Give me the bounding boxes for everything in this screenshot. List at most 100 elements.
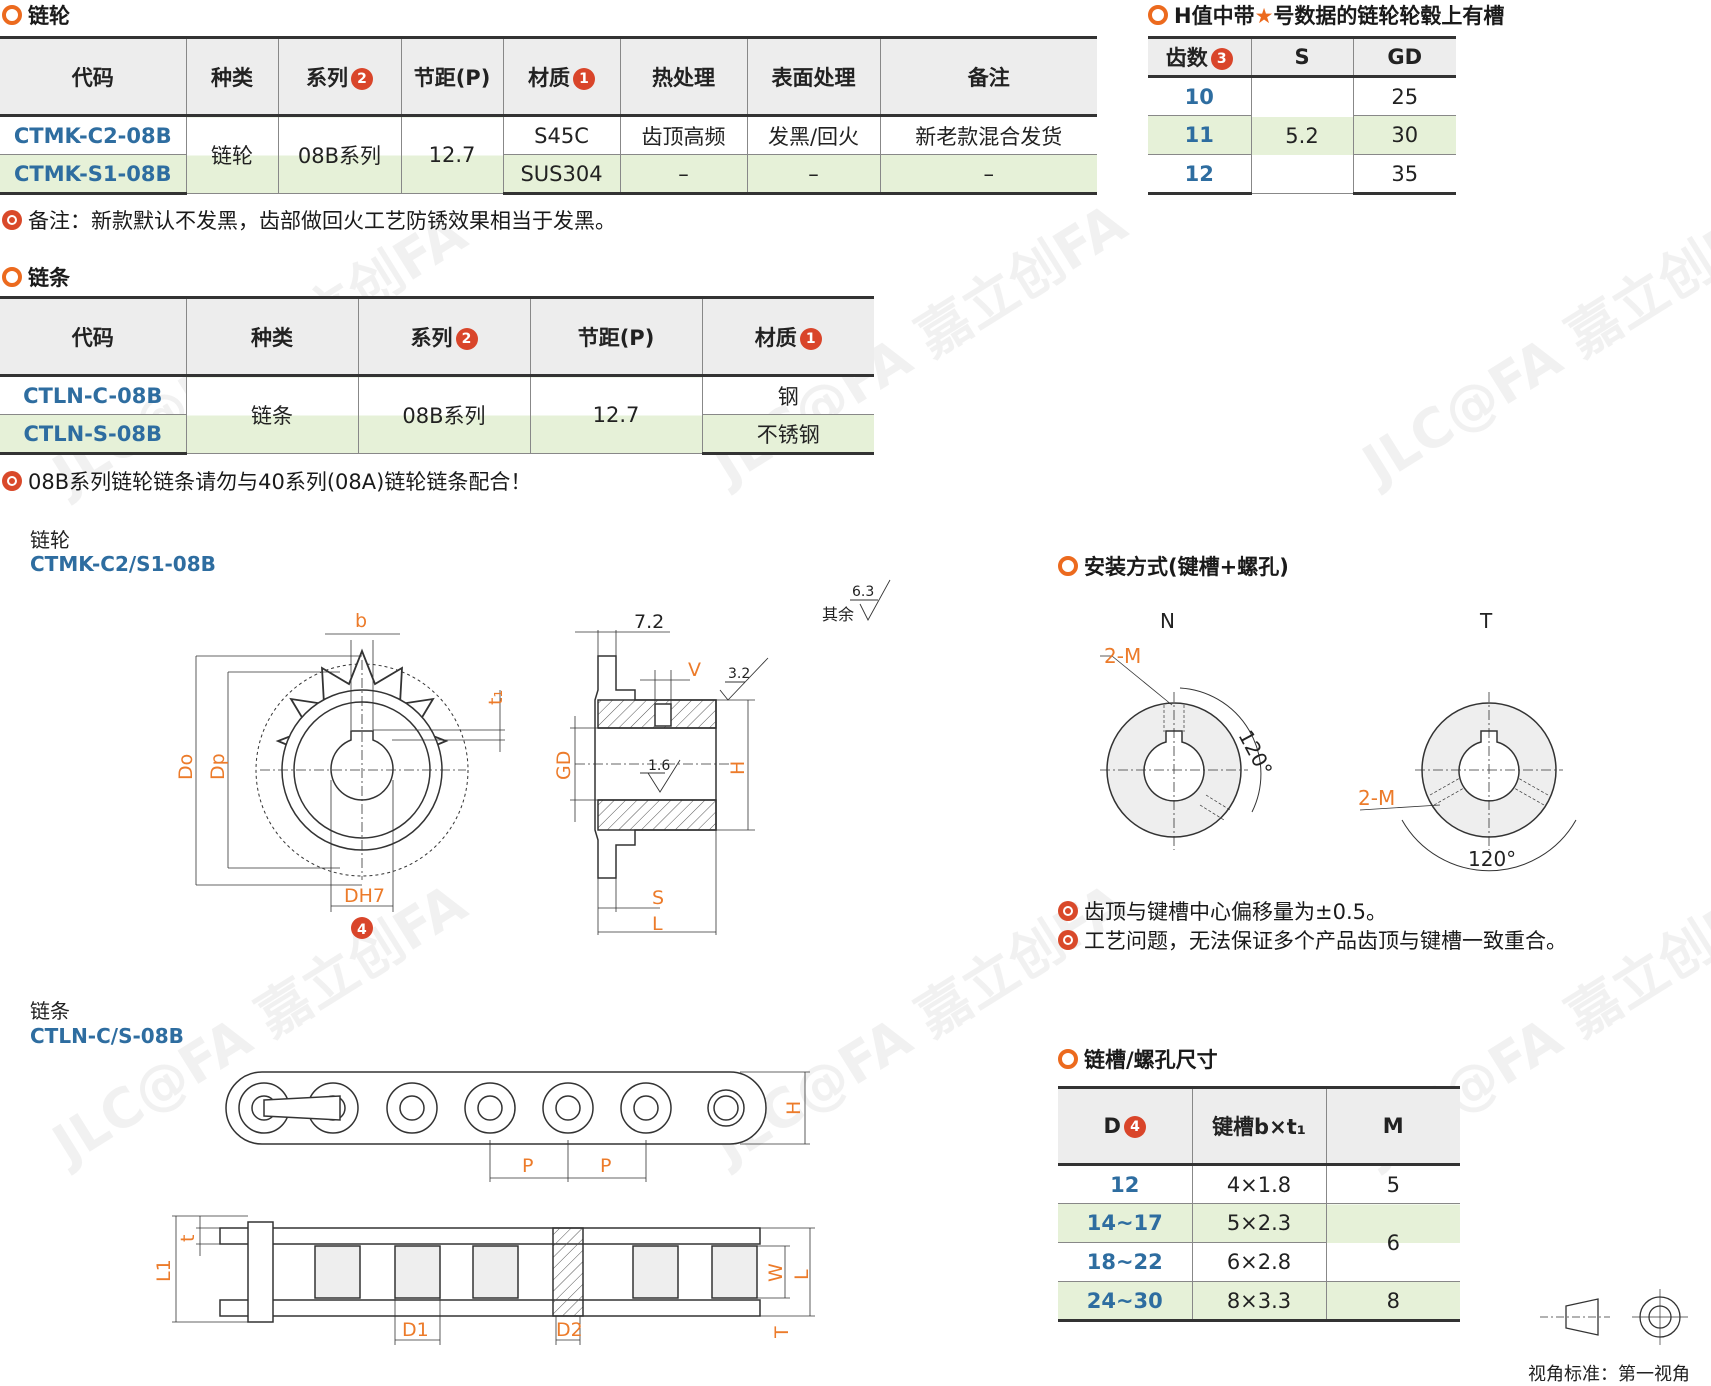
table-cell: 链条 xyxy=(185,375,359,454)
star-icon: ★ xyxy=(1254,4,1274,28)
dim-l: L xyxy=(652,913,663,935)
roughness-3-2: 3.2 xyxy=(728,666,750,682)
mount-drawing: N T 2-M 2-M 120° 120° xyxy=(1100,609,1577,872)
dim-p: P xyxy=(522,1155,533,1177)
dim-h: H xyxy=(727,761,749,775)
table-cell: 8 xyxy=(1325,1281,1460,1322)
mount-t-2m: 2-M xyxy=(1358,786,1395,810)
table-cell: 8×3.3 xyxy=(1191,1281,1327,1322)
mount-t-angle: 120° xyxy=(1468,847,1516,871)
table-cell: 08B系列 xyxy=(277,115,402,194)
badge-4: 4 xyxy=(357,922,367,938)
col-kind: 种类 xyxy=(185,296,359,377)
table-cell: CTLN-C-08B xyxy=(0,375,187,415)
col-heat: 热处理 xyxy=(619,36,748,117)
table-cell: 不锈钢 xyxy=(701,414,874,455)
keyway-section-title: 链槽/螺孔尺寸 xyxy=(1058,1044,1218,1074)
table-cell: S45C xyxy=(502,115,621,155)
dim-w: W xyxy=(765,1263,787,1282)
table-cell: 12.7 xyxy=(400,115,504,194)
badge-3: 3 xyxy=(1210,48,1233,70)
table-cell: 12 xyxy=(1058,1164,1193,1204)
col-remark: 备注 xyxy=(879,36,1097,117)
table-cell: 新老款混合发货 xyxy=(879,115,1097,155)
dim-t1: t₁ xyxy=(485,690,507,705)
col-pitch: 节距(P) xyxy=(400,36,504,117)
col-code: 代码 xyxy=(0,296,187,377)
dim-d2: D2 xyxy=(556,1319,583,1341)
table-cell: 12.7 xyxy=(529,375,703,454)
table-cell: 35 xyxy=(1352,154,1456,195)
mount-section-title: 安装方式(键槽+螺孔) xyxy=(1058,551,1289,581)
table-cell: 4×1.8 xyxy=(1191,1164,1327,1204)
mount-note-2: 工艺问题，无法保证多个产品齿顶与键槽一致重合。 xyxy=(1058,925,1567,955)
sprocket-note: 备注：新款默认不发黑，齿部做回火工艺防锈效果相当于发黑。 xyxy=(2,205,616,235)
chain-section-title: 链条 xyxy=(2,262,70,292)
col-pitch: 节距(P) xyxy=(529,296,703,377)
bullet-icon xyxy=(2,210,22,230)
chain-drawing-name: 链条 xyxy=(30,999,70,1023)
table-cell: 25 xyxy=(1352,76,1456,116)
badge-1: 1 xyxy=(799,327,822,350)
table-cell: 5×2.3 xyxy=(1191,1203,1327,1243)
sprocket-drawing-code: CTMK-C2/S1-08B xyxy=(30,552,216,576)
chain-note: 08B系列链轮链条请勿与40系列(08A)链轮链条配合！ xyxy=(2,466,531,496)
col-s: S xyxy=(1250,36,1354,78)
dim-p: P xyxy=(600,1155,611,1177)
table-cell: 10 xyxy=(1148,76,1252,116)
sprocket-drawing-name: 链轮 xyxy=(30,528,70,552)
dim-do: Do xyxy=(175,754,197,780)
circle-icon xyxy=(1058,556,1078,576)
col-m: M xyxy=(1325,1086,1460,1166)
badge-4: 4 xyxy=(1123,1116,1146,1138)
table-cell: 6 xyxy=(1325,1203,1460,1282)
table-cell: 24~30 xyxy=(1058,1281,1193,1322)
circle-icon xyxy=(2,5,22,25)
col-gd: GD xyxy=(1352,36,1456,78)
watermark: JLC@FA 嘉立创FA xyxy=(1351,191,1711,497)
roughness-6-3: 6.3 xyxy=(852,584,874,600)
dim-v: V xyxy=(688,659,701,681)
table-cell: – xyxy=(879,154,1097,195)
table-cell: – xyxy=(746,154,881,195)
first-angle-projection-icon xyxy=(1540,1289,1688,1345)
roughness-others: 其余 xyxy=(822,605,854,624)
table-cell: 12 xyxy=(1148,154,1252,195)
circle-icon xyxy=(1058,1049,1078,1069)
bullet-icon xyxy=(2,471,22,491)
projection-label: 视角标准：第一视角 xyxy=(1528,1364,1690,1385)
table-cell: 14~17 xyxy=(1058,1203,1193,1243)
mount-note-1: 齿顶与键槽中心偏移量为±0.5。 xyxy=(1058,896,1387,926)
badge-1: 1 xyxy=(573,67,595,90)
table-cell: SUS304 xyxy=(502,154,621,195)
circle-icon xyxy=(2,267,22,287)
table-cell: 30 xyxy=(1352,115,1456,155)
table-cell: 18~22 xyxy=(1058,1242,1193,1282)
col-code: 代码 xyxy=(0,36,187,117)
table-cell: 发黑/回火 xyxy=(746,115,881,155)
table-cell: 钢 xyxy=(701,375,874,415)
groove-section-title: H值中带★号数据的链轮轮毂上有槽 xyxy=(1148,0,1504,30)
table-cell: 齿顶高频 xyxy=(619,115,748,155)
table-cell: 08B系列 xyxy=(357,375,531,454)
dim-l1: L1 xyxy=(153,1259,175,1282)
table-cell: 5.2 xyxy=(1250,76,1354,194)
col-key: 键槽b×t₁ xyxy=(1191,1086,1327,1166)
dim-gd: GD xyxy=(553,751,575,780)
dim-h: H xyxy=(783,1101,805,1115)
col-kind: 种类 xyxy=(185,36,279,117)
dim-dh7: DH7 xyxy=(344,885,385,907)
badge-2: 2 xyxy=(455,327,478,350)
dim-d1: D1 xyxy=(402,1319,429,1341)
dim-b: b xyxy=(355,610,367,632)
chain-drawing: P P H L1 t W L T D1 D2 xyxy=(153,1071,815,1345)
